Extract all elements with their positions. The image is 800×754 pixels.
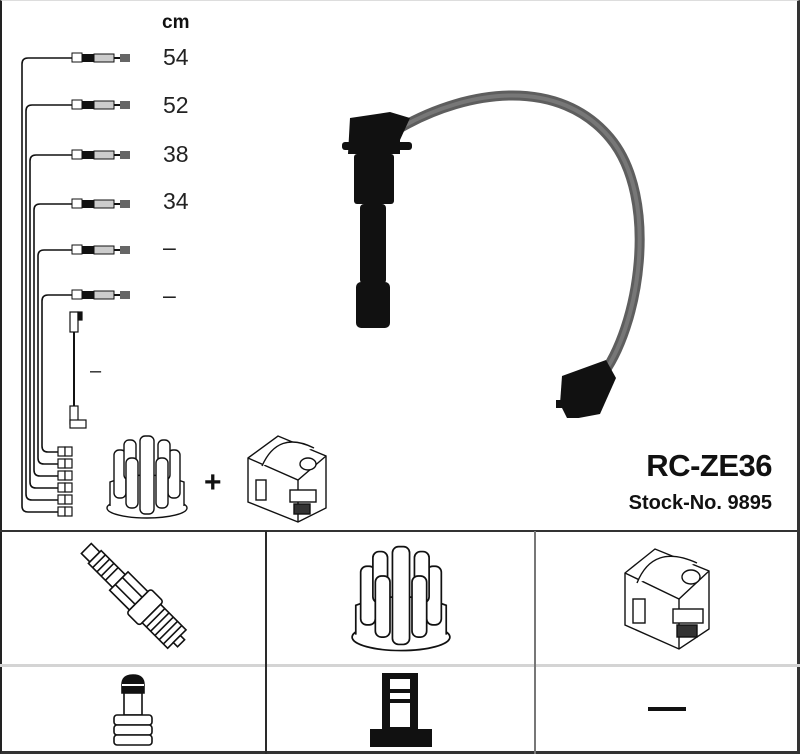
distributor-cap-icon <box>106 435 188 519</box>
ignition-coil-icon <box>623 548 710 650</box>
grid-cell-empty <box>536 667 797 751</box>
grid-cell-coil-connector <box>267 667 534 751</box>
grid-cell-plug-connector <box>0 667 265 751</box>
grid-column-divider <box>265 531 267 754</box>
grid-cell-spark-plug <box>0 532 265 664</box>
plug-connector-icon <box>112 674 153 746</box>
spark-plug-icon <box>79 542 187 650</box>
plus-sign: + <box>204 466 222 499</box>
wiring-schematic-icon <box>21 52 130 517</box>
ignition-cable-icon <box>342 90 645 418</box>
length-value: 52 <box>163 92 189 118</box>
not-applicable-dash <box>647 707 686 711</box>
length-value: 38 <box>163 141 189 167</box>
grid-cell-ignition-coil <box>536 532 797 664</box>
distributor-cap-icon <box>350 545 451 652</box>
unit-label: cm <box>162 12 190 33</box>
length-value: 54 <box>163 44 189 70</box>
stock-number: Stock-No. 9895 <box>628 492 772 514</box>
length-value: 34 <box>163 188 189 214</box>
coil-lead-length: – <box>90 360 102 382</box>
wiring-overview: cm 54 52 38 34 – – – <box>21 12 772 523</box>
section-divider <box>0 530 800 532</box>
grid-cell-distributor-cap <box>267 532 534 664</box>
ignition-coil-icon <box>247 435 327 523</box>
grid-column-divider <box>534 531 536 754</box>
coil-connector-icon <box>369 673 432 747</box>
product-code: RC-ZE36 <box>646 448 772 483</box>
grid-row-divider <box>0 664 800 667</box>
length-value: – <box>163 282 176 308</box>
length-value: – <box>163 234 176 260</box>
